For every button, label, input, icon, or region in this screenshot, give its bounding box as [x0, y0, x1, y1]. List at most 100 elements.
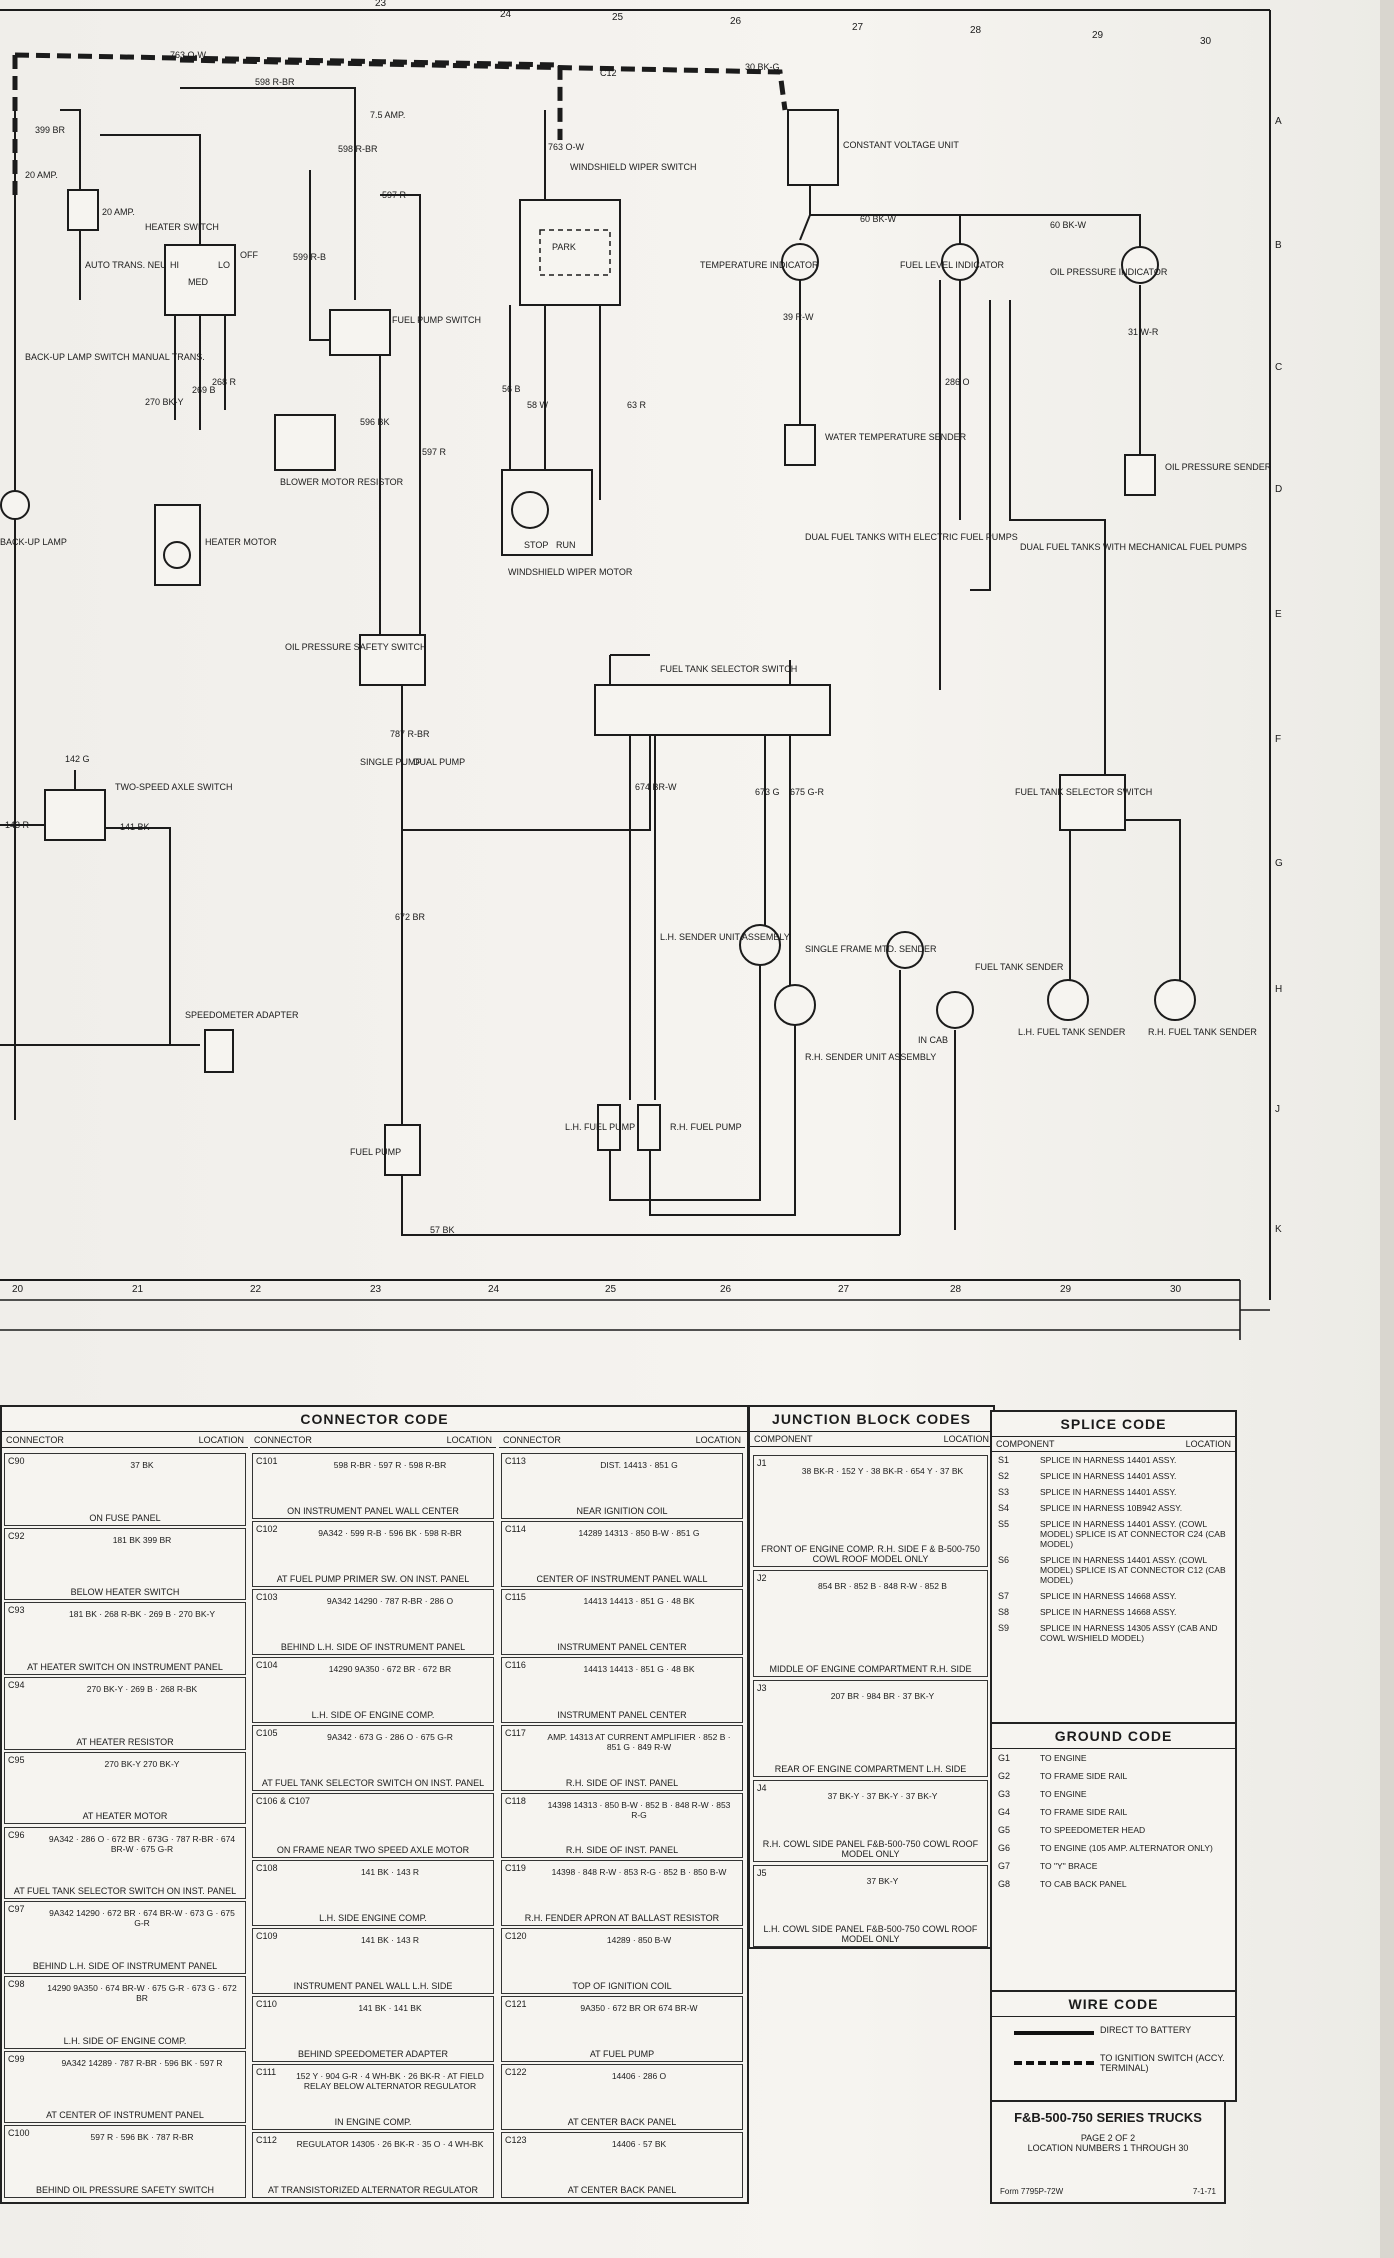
wire-label-597: 597 R	[382, 190, 407, 200]
connector-wires: 37 BK	[130, 1460, 154, 1470]
water-temp-label: WATER TEMPERATURE SENDER	[825, 432, 967, 442]
title-page: PAGE 2 OF 2	[1080, 2133, 1136, 2143]
ground-desc: TO CAB BACK PANEL	[1040, 1879, 1127, 1889]
fuse-20b-label: 20 AMP.	[102, 207, 135, 217]
wire-label-143: 143 R	[5, 820, 30, 830]
connector-location: ON INSTRUMENT PANEL WALL CENTER	[287, 1505, 459, 1516]
connector-location: AT FUEL PUMP	[589, 2049, 655, 2060]
lh-sender-label: L.H. SENDER UNIT ASSEMBLY	[660, 932, 790, 942]
junction-wires: 37 BK-Y	[866, 1876, 899, 1886]
connector-wires: 141 BK · 141 BK	[358, 2003, 422, 2014]
dual-pump-label: DUAL PUMP	[413, 757, 465, 767]
grid-row-g: G	[1275, 858, 1283, 869]
connector-location: L.H. SIDE OF ENGINE COMP.	[311, 1709, 435, 1720]
wire-598-run	[180, 87, 356, 300]
wire-code-ignition: TO IGNITION SWITCH (ACCY. TERMINAL)	[1100, 2053, 1225, 2073]
grid-col-26: 26	[730, 16, 742, 27]
junction-col-component: COMPONENT	[754, 1434, 813, 1444]
wire-label-63: 63 R	[627, 400, 647, 410]
connector-location: ON FUSE PANEL	[89, 1512, 161, 1523]
wire-label-763: 763 O-W	[170, 50, 207, 60]
grid-bottom-21: 21	[132, 1284, 144, 1295]
wire-label-763b: 763 O-W	[548, 142, 585, 152]
connector-wires: 270 BK-Y · 269 B · 268 R-BK	[86, 1684, 198, 1695]
rh-fuel-pump-label: R.H. FUEL PUMP	[670, 1122, 742, 1132]
selector-2-wires	[1069, 819, 1181, 980]
connector-location: AT CENTER BACK PANEL	[567, 2117, 677, 2128]
wire-label-141: 141 BK	[120, 822, 150, 832]
wiper-motor-symbol	[511, 491, 549, 529]
junction-block-title: JUNCTION BLOCK CODES	[750, 1407, 993, 1432]
connector-location: R.H. SIDE OF INST. PANEL	[565, 1845, 679, 1856]
oil-sender-label: OIL PRESSURE SENDER	[1165, 462, 1272, 472]
grid-bottom-20: 20	[12, 1284, 24, 1295]
junction-wires: 207 BR · 984 BR · 37 BK-Y	[830, 1691, 935, 1701]
connector-code-title: CONNECTOR CODE	[2, 1407, 747, 1432]
wiper-motor-label: WINDSHIELD WIPER MOTOR	[508, 567, 633, 577]
in-cab-fuel-tank-sender	[936, 991, 974, 1029]
wire-label-599: 599 R-B	[293, 252, 326, 262]
grid-col-25: 25	[612, 12, 624, 23]
wire-label-399: 399 BR	[35, 125, 66, 135]
grid-col-24: 24	[500, 9, 512, 20]
grid-bottom-numbers: 20 21 22 23 24 25 26 27 28 29 30	[12, 1284, 1182, 1295]
connector-wires: 14290 9A350 · 674 BR-W · 675 G-R · 673 G…	[47, 1982, 237, 2003]
junction-block-panel: JUNCTION BLOCK CODES COMPONENT LOCATION …	[748, 1405, 995, 1949]
heater-switch	[164, 244, 236, 316]
connector-location: BEHIND L.H. SIDE OF INSTRUMENT PANEL	[32, 1960, 218, 1971]
grid-bottom-23: 23	[370, 1284, 382, 1295]
connector-id: C105	[256, 1727, 278, 1738]
title-form: Form 7795P-72W	[1000, 2187, 1064, 2196]
splice-desc: SPLICE IN HARNESS 14305 ASSY (CAB AND CO…	[1040, 1623, 1218, 1643]
junction-wires: 854 BR · 852 B · 848 R-W · 852 B	[818, 1581, 947, 1591]
connector-wires: 14289 · 850 B-W	[606, 1935, 672, 1946]
ground-id: G1	[998, 1753, 1011, 1763]
conn-c12-top: C12	[600, 68, 617, 78]
page-edge	[1380, 0, 1394, 2258]
connector-wires: 597 R · 596 BK · 787 R-BR	[90, 2132, 194, 2143]
splice-col-location: LOCATION	[1185, 1439, 1231, 1449]
connector-wires: 9A342 · 286 O · 672 BR · 673G · 787 R-BR…	[48, 1833, 236, 1854]
oil-pressure-sender	[1124, 454, 1156, 496]
temperature-indicator	[781, 243, 819, 281]
connector-id: C90	[8, 1456, 25, 1466]
connector-location: ON FRAME NEAR TWO SPEED AXLE MOTOR	[276, 1845, 470, 1856]
auto-trans-label: AUTO TRANS. NEUT. SW.	[85, 260, 193, 270]
lh-tank-sender-label: L.H. FUEL TANK SENDER	[1018, 1027, 1126, 1037]
wiper-run: RUN	[556, 540, 576, 550]
fuse-20a-label: 20 AMP.	[25, 170, 58, 180]
splice-id: S7	[998, 1591, 1010, 1601]
connector-id: C123	[505, 2135, 527, 2146]
single-frame-label: SINGLE FRAME MTD. SENDER	[805, 944, 937, 954]
connector-location: AT FUEL TANK SELECTOR SWITCH ON INST. PA…	[13, 1886, 237, 1897]
connector-col-label: CONNECTOR	[6, 1435, 64, 1445]
connector-wires: 9A342 · 599 R-B · 596 BK · 598 R-BR	[318, 1527, 462, 1538]
battery-bus-wire	[12, 52, 788, 200]
connector-id: C97	[8, 1904, 25, 1915]
splice-id: S4	[998, 1503, 1010, 1513]
connector-id: C118	[505, 1795, 526, 1806]
splice-id: S5	[998, 1519, 1010, 1529]
junction-location: L.H. COWL SIDE PANEL F&B-500-750 COWL RO…	[763, 1924, 978, 1944]
connector-id: C92	[8, 1530, 25, 1541]
